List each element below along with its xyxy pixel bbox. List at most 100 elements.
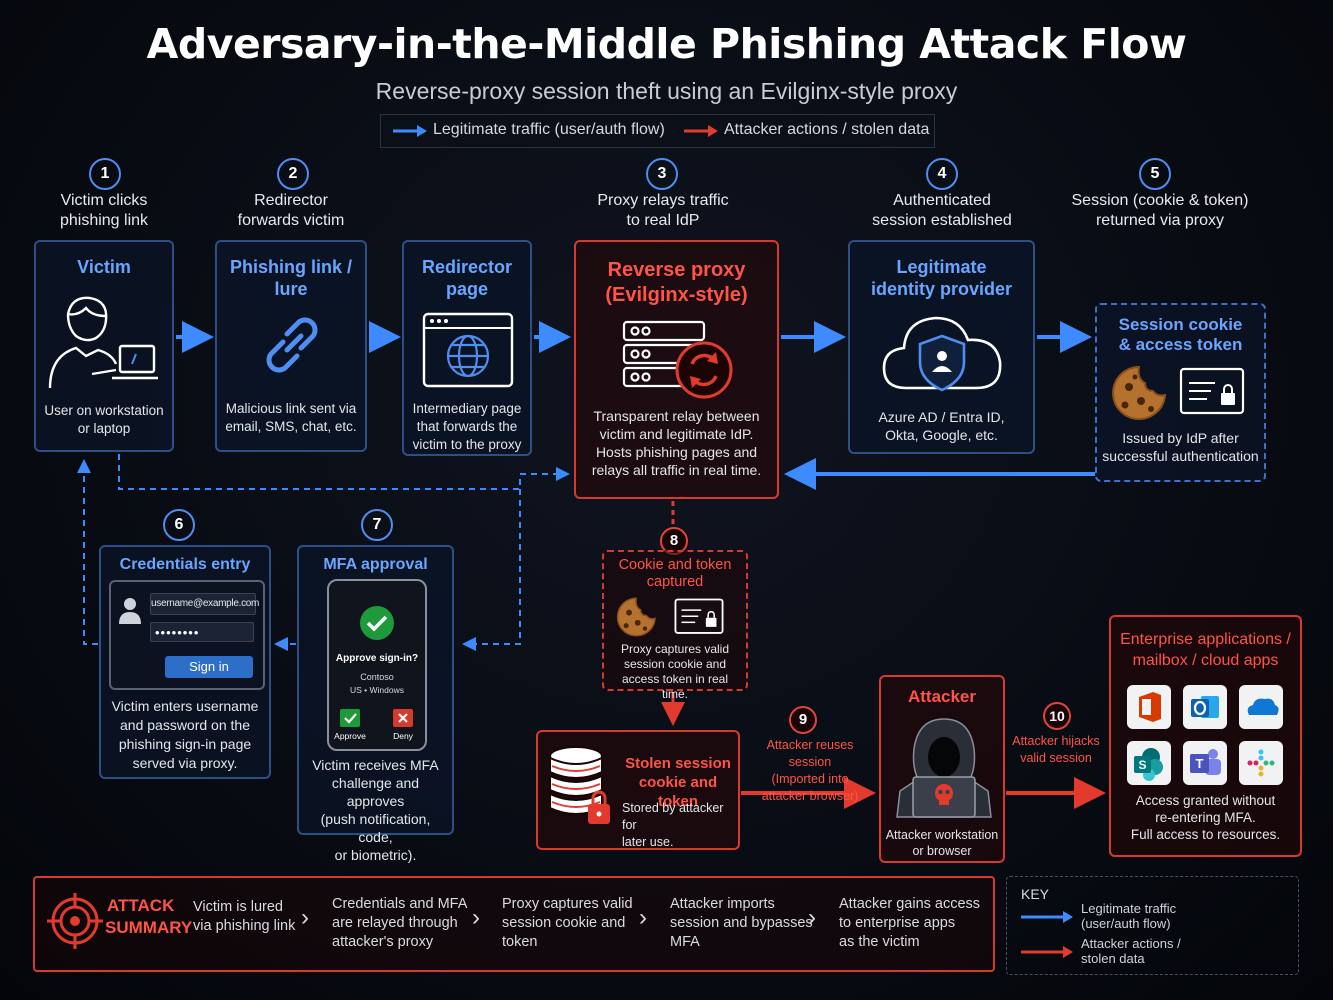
globe-browser-icon xyxy=(422,312,514,388)
server-sync-icon xyxy=(622,320,733,399)
reverse-proxy-box: Reverse proxy(Evilginx-style) Transparen… xyxy=(574,240,779,499)
sharepoint-icon[interactable]: S xyxy=(1127,741,1171,785)
deny-label[interactable]: Deny xyxy=(393,731,413,741)
mfa-device: US • Windows xyxy=(350,685,404,695)
mfa-org: Contoso xyxy=(360,672,394,682)
mfa-box: MFA approval Approve sign-in? Contoso US… xyxy=(297,545,454,863)
step-5-badge: 5 xyxy=(1139,158,1171,190)
step-10-badge: 10 xyxy=(1043,702,1071,730)
target-icon xyxy=(47,893,103,949)
check-circle-icon xyxy=(360,606,394,640)
chevron-right-icon: › xyxy=(808,904,816,931)
key-box: KEY Legitimate traffic(user/auth flow) A… xyxy=(1006,876,1299,975)
office-icon[interactable] xyxy=(1127,685,1171,729)
proxy-title: Reverse proxy(Evilginx-style) xyxy=(605,259,748,306)
legend: Legitimate traffic (user/auth flow) Atta… xyxy=(380,114,935,148)
session-title: Session cookie& access token xyxy=(1118,315,1243,354)
cookie-icon xyxy=(1112,365,1167,420)
chevron-right-icon: › xyxy=(472,904,480,931)
page-title: Adversary-in-the-Middle Phishing Attack … xyxy=(146,20,1187,68)
step-2-badge: 2 xyxy=(277,158,309,190)
enterprise-title: Enterprise applications /mailbox / cloud… xyxy=(1120,631,1291,669)
page-subtitle: Reverse-proxy session theft using an Evi… xyxy=(375,78,958,104)
mfa-title: MFA approval xyxy=(323,556,428,573)
enterprise-box: Enterprise applications /mailbox / cloud… xyxy=(1109,615,1302,857)
onedrive-icon[interactable] xyxy=(1239,685,1283,729)
red-arrow-icon xyxy=(1021,946,1073,958)
step-1-badge: 1 xyxy=(89,158,121,190)
key-attacker: Attacker actions /stolen data xyxy=(1081,936,1181,966)
chevron-right-icon: › xyxy=(639,904,647,931)
phishing-link-box: Phishing link /lure Malicious link sent … xyxy=(215,240,367,452)
database-lock-icon xyxy=(549,746,610,824)
dashed-cred-to-victim xyxy=(77,459,98,645)
approve-icon[interactable] xyxy=(340,709,360,727)
idp-desc: Azure AD / Entra ID,Okta, Google, etc. xyxy=(878,409,1005,443)
teams-icon[interactable]: T xyxy=(1183,741,1227,785)
user-laptop-icon xyxy=(48,296,158,389)
svg-text:T: T xyxy=(1196,756,1204,771)
password-field[interactable]: •••••••• xyxy=(150,622,254,642)
blue-arrow-icon xyxy=(393,125,427,137)
mfa-prompt: Approve sign-in? xyxy=(335,653,419,664)
apps-icon[interactable] xyxy=(1239,741,1283,785)
deny-icon[interactable] xyxy=(393,709,413,727)
blue-arrow-icon xyxy=(1021,911,1073,923)
step-9-badge: 9 xyxy=(789,706,817,734)
phishing-title: Phishing link /lure xyxy=(229,257,352,299)
credentials-title: Credentials entry xyxy=(119,556,251,573)
approve-label[interactable]: Approve xyxy=(334,731,366,741)
token-card-icon xyxy=(1179,367,1245,415)
cookie-icon xyxy=(616,597,656,637)
outlook-icon[interactable] xyxy=(1183,685,1227,729)
phone-frame: Approve sign-in? Contoso US • Windows Ap… xyxy=(327,579,427,751)
signin-window: username@example.com •••••••• Sign in xyxy=(109,580,265,690)
link-icon xyxy=(266,317,318,373)
step-5-caption: Session (cookie & token)returned via pro… xyxy=(1071,192,1249,229)
username-field[interactable]: username@example.com xyxy=(150,593,259,615)
chevron-right-icon: › xyxy=(301,904,309,931)
key-legit: Legitimate traffic(user/auth flow) xyxy=(1081,901,1177,931)
credentials-box: Credentials entry username@example.com •… xyxy=(99,545,271,779)
attacker-title: Attacker xyxy=(907,687,977,706)
hooded-hacker-icon xyxy=(896,718,992,818)
signin-button[interactable]: Sign in xyxy=(165,656,253,678)
step-6-badge: 6 xyxy=(163,509,195,541)
cloud-shield-icon xyxy=(882,316,1002,392)
svg-text:S: S xyxy=(1138,758,1146,772)
legend-legit: Legitimate traffic (user/auth flow) xyxy=(433,121,665,138)
dashed-proxy-to-mfa xyxy=(462,489,521,651)
dashed-victim-to-proxy xyxy=(118,454,570,490)
legend-attacker: Attacker actions / stolen data xyxy=(724,121,930,138)
